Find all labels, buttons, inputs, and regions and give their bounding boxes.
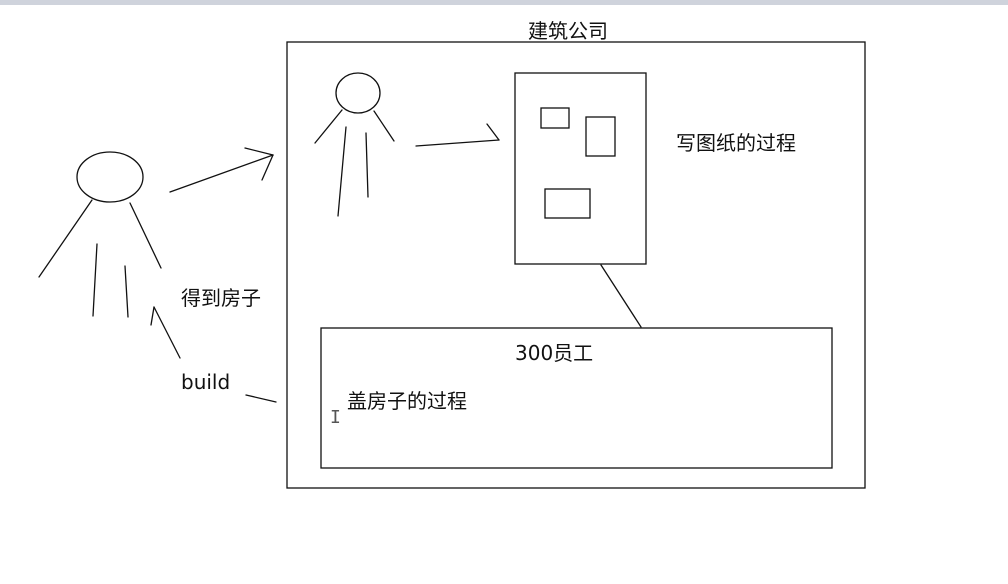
workforce-box xyxy=(320,327,833,469)
architect-figure xyxy=(314,72,395,217)
blueprint-to-workforce-line xyxy=(600,264,642,328)
blueprint-sheet xyxy=(514,72,647,265)
customer-head xyxy=(76,151,144,203)
draw-arrow xyxy=(415,123,500,147)
text-cursor-icon: I xyxy=(330,407,341,428)
blueprint-room-2 xyxy=(585,116,616,157)
customer-right-leg xyxy=(124,265,129,318)
company-box xyxy=(286,41,866,489)
request-arrow xyxy=(169,147,274,193)
blueprint-paper xyxy=(514,72,647,265)
window-top-bar xyxy=(0,0,1008,5)
company-to-build-line xyxy=(245,394,277,403)
deliver-arrow xyxy=(150,306,181,359)
architect-left-leg xyxy=(337,126,347,217)
build-label: build xyxy=(181,370,231,394)
blueprint-process-label: 写图纸的过程 xyxy=(676,131,796,155)
customer-receives-label: 得到房子 xyxy=(181,286,261,310)
workforce-label: 300员工 xyxy=(515,341,594,365)
customer-figure xyxy=(38,151,162,318)
blueprint-room-1 xyxy=(540,107,570,129)
construction-process-label: 盖房子的过程 xyxy=(347,389,467,413)
architect-right-arm xyxy=(373,110,395,142)
blueprint-room-3 xyxy=(544,188,591,219)
company-label: 建筑公司 xyxy=(528,19,608,43)
architect-left-arm xyxy=(314,109,343,144)
architect-right-leg xyxy=(365,132,369,198)
customer-left-leg xyxy=(92,243,98,317)
customer-left-arm xyxy=(38,199,93,278)
customer-right-arm xyxy=(129,202,162,269)
architect-head xyxy=(335,72,381,114)
